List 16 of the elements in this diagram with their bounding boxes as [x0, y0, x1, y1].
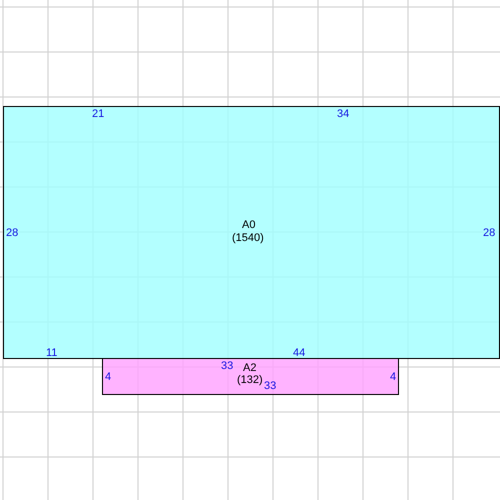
edge-length-label: 33 [264, 380, 276, 392]
edge-length-label: 33 [221, 360, 234, 372]
edge-length-label: 28 [6, 227, 18, 239]
area-rectangle [102, 358, 399, 395]
area-label: (132) [237, 374, 263, 387]
edge-length-label: 28 [483, 227, 496, 239]
edge-length-label: 44 [293, 347, 306, 359]
edge-length-label: 4 [390, 371, 396, 383]
edge-length-label: 21 [92, 108, 104, 120]
edge-length-label: 4 [105, 371, 112, 383]
edge-length-label: 11 [46, 347, 58, 359]
area-label: (1540) [232, 232, 264, 245]
area-label: A2 [243, 362, 256, 375]
area-rectangle [3, 106, 500, 359]
edge-length-label: 34 [337, 108, 350, 120]
area-label: A0 [242, 219, 256, 232]
